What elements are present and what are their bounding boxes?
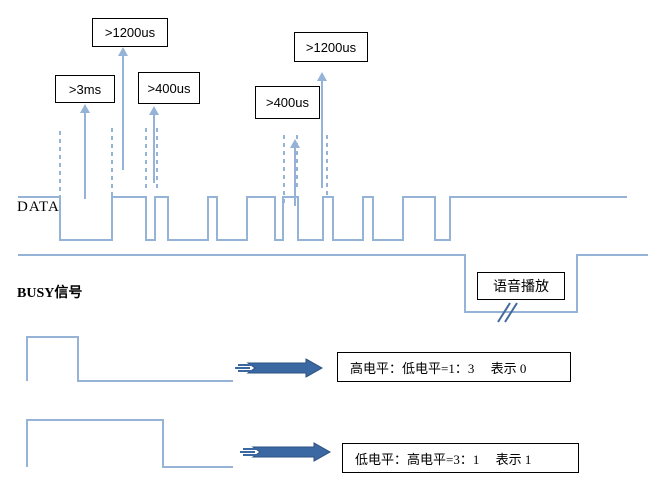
timing-arrow-head-icon-1 bbox=[118, 47, 128, 56]
timing-label-gt400us-second: >400us bbox=[255, 86, 320, 119]
bit0-example-waveform bbox=[26, 336, 233, 382]
timing-label-gt1200us-first: >1200us bbox=[92, 18, 168, 47]
bit0-encoding-box: 高电平：低电平=1：3 表示 0 bbox=[337, 352, 571, 382]
busy-break-slash-icon-0b bbox=[504, 302, 518, 323]
timing-arrow-head-icon-3 bbox=[290, 139, 300, 148]
timing-arrow-head-icon-0 bbox=[80, 104, 90, 113]
busy-break-slash-icon-0a bbox=[497, 302, 511, 323]
busy-signal-label: BUSY信号 bbox=[17, 286, 83, 301]
timing-label-gt1200us-second: >1200us bbox=[294, 32, 368, 62]
data-signal-label: DATA bbox=[17, 199, 60, 215]
block-right-arrow-icon-0 bbox=[246, 358, 324, 378]
bit1-example-waveform bbox=[26, 419, 233, 468]
busy-waveform bbox=[18, 254, 648, 313]
timing-arrow-head-icon-4 bbox=[317, 72, 327, 81]
block-right-arrow-icon-1 bbox=[251, 442, 332, 462]
bit1-encoding-box: 低电平：高电平=3：1 表示 1 bbox=[342, 443, 579, 473]
voice-playback-box: 语音播放 bbox=[477, 272, 565, 300]
timing-arrow-head-icon-2 bbox=[149, 106, 159, 115]
timing-label-gt400us-first: >400us bbox=[138, 72, 200, 104]
timing-label-gt3ms: >3ms bbox=[55, 75, 115, 103]
data-waveform bbox=[18, 196, 627, 241]
